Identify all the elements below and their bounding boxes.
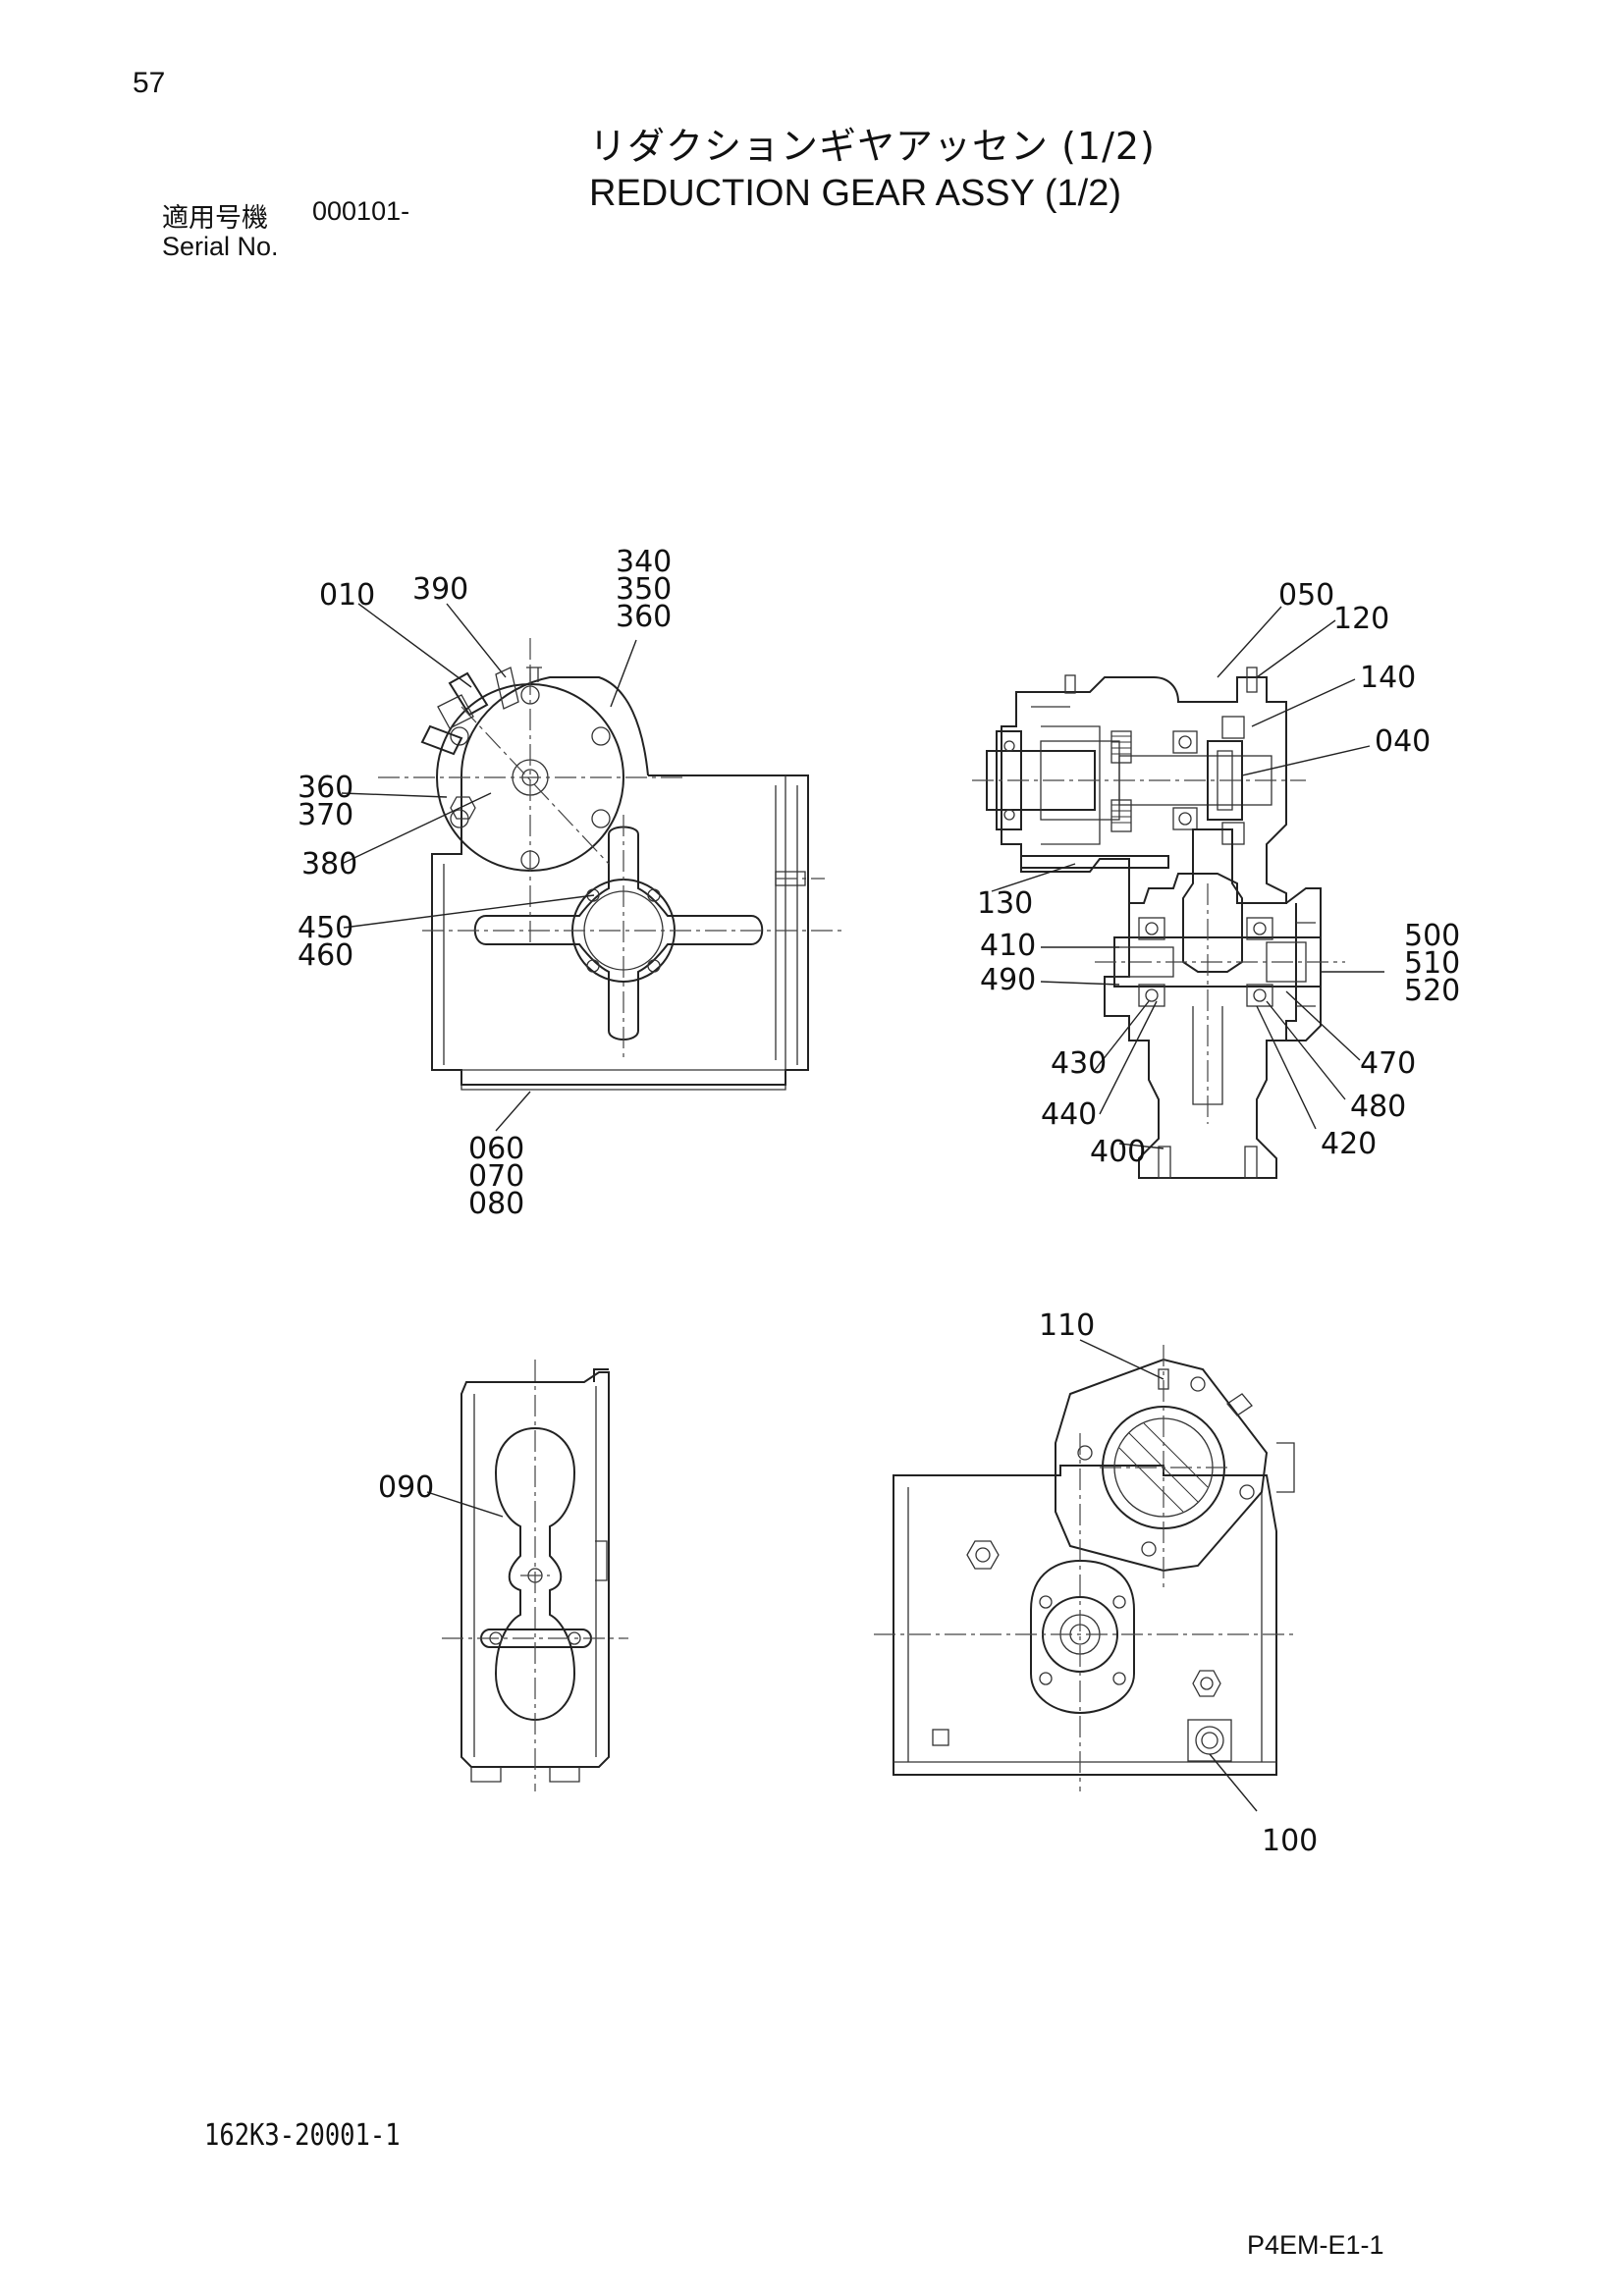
callout-340: 340: [616, 545, 672, 579]
callout-130: 130: [977, 886, 1033, 921]
section-view: [972, 667, 1345, 1179]
title-japanese: リダクションギヤアッセン (1/2): [589, 125, 1156, 168]
callout-480: 480: [1350, 1090, 1406, 1124]
callout-labels: 010 390 340 350 360 360 370 380 450 460 …: [298, 545, 1460, 1858]
callout-380: 380: [301, 847, 357, 881]
callout-400: 400: [1090, 1135, 1146, 1169]
callout-050: 050: [1278, 578, 1334, 613]
callout-360-left: 360: [298, 771, 353, 805]
serial-label-japanese: 適用号機: [162, 203, 268, 234]
callout-450: 450: [298, 911, 353, 945]
callout-080: 080: [468, 1187, 524, 1221]
callout-410: 410: [980, 929, 1036, 963]
callout-350: 350: [616, 572, 672, 607]
callout-070: 070: [468, 1159, 524, 1194]
callout-510: 510: [1404, 946, 1460, 981]
page-number: 57: [133, 67, 166, 99]
callout-120: 120: [1333, 602, 1389, 636]
serial-label-english: Serial No.: [162, 232, 279, 261]
leader-lines: [341, 603, 1384, 1812]
page-code: P4EM-E1-1: [1247, 2230, 1384, 2260]
callout-470: 470: [1360, 1046, 1416, 1081]
callout-010: 010: [319, 578, 375, 613]
serial-number-value: 000101-: [312, 196, 410, 226]
callout-460: 460: [298, 938, 353, 973]
callout-360-top: 360: [616, 600, 672, 634]
callout-110: 110: [1039, 1308, 1095, 1343]
drawing-number: 162K3-20001-1: [204, 2118, 401, 2153]
callout-500: 500: [1404, 919, 1460, 953]
callout-390: 390: [412, 572, 468, 607]
callout-370: 370: [298, 798, 353, 832]
rear-view: [874, 1345, 1296, 1791]
side-view: [442, 1360, 628, 1791]
callout-490: 490: [980, 963, 1036, 997]
front-view: [378, 638, 844, 1091]
callout-090: 090: [378, 1470, 434, 1505]
callout-060: 060: [468, 1132, 524, 1166]
callout-430: 430: [1051, 1046, 1107, 1081]
callout-520: 520: [1404, 974, 1460, 1008]
callout-440: 440: [1041, 1097, 1097, 1132]
callout-140: 140: [1360, 661, 1416, 695]
title-english: REDUCTION GEAR ASSY (1/2): [589, 173, 1121, 214]
callout-100: 100: [1262, 1824, 1318, 1858]
callout-040: 040: [1375, 724, 1431, 759]
callout-420: 420: [1321, 1127, 1377, 1161]
